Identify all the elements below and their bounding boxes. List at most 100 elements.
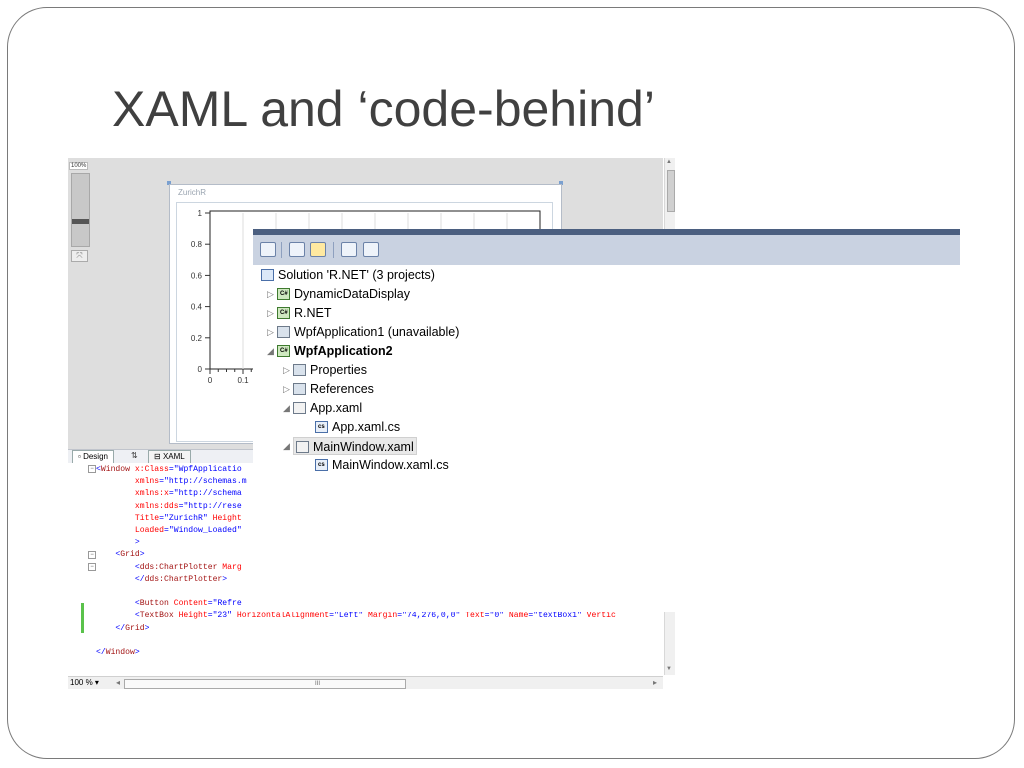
code-line: Loaded="Window_Loaded" bbox=[96, 526, 242, 538]
tab-design[interactable]: ▫ Design bbox=[72, 450, 114, 463]
tree-item[interactable]: Solution 'R.NET' (3 projects) bbox=[261, 266, 435, 284]
tree-expander-icon[interactable]: ▷ bbox=[267, 289, 274, 299]
code-token: Loaded bbox=[96, 526, 164, 535]
code-token: x:Class bbox=[130, 465, 169, 474]
tree-item-label: WpfApplication1 (unavailable) bbox=[294, 325, 460, 339]
scroll-left-icon[interactable]: ◂ bbox=[116, 678, 121, 687]
y-tick-label: 0 bbox=[198, 365, 203, 374]
swap-panes-icon[interactable]: ⇅ bbox=[131, 451, 138, 460]
solution-explorer: Solution 'R.NET' (3 projects)▷C#DynamicD… bbox=[253, 229, 960, 612]
icon-glyph: C# bbox=[280, 291, 288, 297]
code-token: </ bbox=[96, 648, 106, 657]
y-tick-label: 0.6 bbox=[191, 271, 203, 280]
code-token: HorizontalAlignment bbox=[232, 611, 330, 621]
tab-design-label: Design bbox=[83, 452, 108, 461]
tree-item[interactable]: Properties bbox=[293, 361, 367, 379]
code-line: xmlns:x="http://schema bbox=[96, 489, 242, 501]
code-token: = bbox=[329, 611, 335, 621]
code-token: "http://schema bbox=[173, 489, 242, 499]
scroll-up-icon[interactable]: ▲ bbox=[666, 159, 672, 165]
code-token: = bbox=[159, 513, 165, 523]
collapse-chartplotter-icon[interactable]: − bbox=[88, 563, 96, 571]
code-token: < bbox=[96, 599, 140, 609]
icon-glyph: cs bbox=[318, 462, 325, 468]
tree-expander-icon[interactable]: ▷ bbox=[267, 308, 274, 318]
code-token: < bbox=[96, 562, 140, 572]
code-line: </Grid> bbox=[96, 624, 149, 636]
cs-file-icon: cs bbox=[315, 421, 328, 433]
properties-icon[interactable] bbox=[260, 242, 276, 257]
tree-item[interactable]: C# DynamicDataDisplay bbox=[277, 285, 410, 303]
code-token: xmlns:dds bbox=[96, 501, 179, 511]
resize-handle[interactable] bbox=[167, 181, 171, 185]
code-token: Grid bbox=[125, 623, 145, 633]
tree-item-label: DynamicDataDisplay bbox=[294, 287, 411, 301]
csharp-project-icon: C# bbox=[277, 288, 290, 300]
code-token: "WpfApplicatio bbox=[173, 465, 242, 474]
tree-expander-icon[interactable]: ◢ bbox=[283, 441, 290, 451]
tree-item[interactable]: C#R.NET bbox=[277, 304, 332, 322]
tree-expander-icon[interactable]: ◢ bbox=[267, 346, 274, 356]
code-line: Title="ZurichR" Height bbox=[96, 514, 242, 526]
collapse-grid-icon[interactable]: − bbox=[88, 551, 96, 559]
scroll-down-icon[interactable]: ▼ bbox=[666, 666, 672, 672]
view-designer-icon[interactable] bbox=[363, 242, 379, 257]
tree-item[interactable]: C#WpfApplication2 bbox=[277, 342, 393, 360]
resize-handle[interactable] bbox=[559, 181, 563, 185]
zoom-slider-thumb[interactable] bbox=[72, 219, 89, 224]
code-line: <Grid> bbox=[96, 550, 145, 562]
code-line: xmlns="http://schemas.m bbox=[96, 477, 247, 489]
code-line: </dds:ChartPlotter> bbox=[96, 575, 227, 587]
csharp-project-icon: C# bbox=[277, 345, 290, 357]
collapse-window-icon[interactable]: − bbox=[88, 465, 96, 473]
tree-expander-icon[interactable]: ▷ bbox=[283, 365, 290, 375]
show-all-files-icon[interactable] bbox=[289, 242, 305, 257]
horizontal-scrollbar[interactable]: III bbox=[124, 679, 406, 689]
code-token: > bbox=[139, 550, 145, 560]
code-token: > bbox=[96, 538, 140, 548]
refresh-icon[interactable] bbox=[310, 242, 326, 257]
window-title: ZurichR bbox=[178, 188, 207, 197]
code-token: "74,276,0,0" bbox=[402, 611, 461, 621]
tree-item[interactable]: MainWindow.xaml bbox=[293, 437, 417, 455]
tree-item[interactable]: App.xaml bbox=[293, 399, 362, 417]
folder-icon bbox=[293, 383, 306, 395]
editor-statusbar: 100 % ▾ ◂ III ▸ bbox=[68, 676, 663, 689]
zoom-dropdown[interactable]: 100 % ▾ bbox=[70, 678, 99, 687]
tree-expander-icon[interactable]: ▷ bbox=[283, 384, 290, 394]
code-token: < bbox=[96, 465, 101, 474]
vertical-scroll-thumb[interactable] bbox=[667, 170, 675, 212]
view-code-icon[interactable] bbox=[341, 242, 357, 257]
tab-xaml[interactable]: ⊟ XAML bbox=[148, 450, 191, 463]
tree-expander-icon[interactable]: ▷ bbox=[267, 327, 274, 337]
code-token: </ bbox=[96, 623, 126, 633]
changed-lines-marker bbox=[81, 603, 84, 633]
code-line: <Window x:Class="WpfApplicatio bbox=[96, 465, 242, 477]
code-token: = bbox=[528, 611, 534, 621]
toolbar-separator bbox=[333, 242, 334, 258]
code-token: Window bbox=[100, 465, 131, 474]
code-token: > bbox=[134, 648, 140, 657]
y-tick-label: 0.8 bbox=[191, 240, 203, 249]
code-token: xmlns bbox=[96, 477, 160, 487]
tree-expander-icon[interactable]: ◢ bbox=[283, 403, 290, 413]
tree-item[interactable]: WpfApplication1 (unavailable) bbox=[277, 323, 459, 341]
code-token: Button bbox=[139, 599, 169, 609]
scroll-right-icon[interactable]: ▸ bbox=[653, 678, 658, 687]
code-token: = bbox=[207, 611, 213, 621]
y-tick-label: 0.4 bbox=[191, 303, 203, 312]
code-token: Content bbox=[168, 599, 208, 609]
scroll-grip: III bbox=[315, 681, 321, 687]
code-token: < bbox=[96, 611, 140, 621]
zoom-fit-icon[interactable]: ⤧ bbox=[71, 250, 88, 262]
toolbar-separator bbox=[281, 242, 282, 258]
tree-item[interactable]: References bbox=[293, 380, 374, 398]
zoom-slider[interactable] bbox=[71, 173, 90, 247]
tree-item-label: Solution 'R.NET' (3 projects) bbox=[278, 268, 435, 282]
tree-item-label: MainWindow.xaml bbox=[313, 440, 414, 454]
zoom-dropdown-value: 100 % bbox=[70, 678, 93, 687]
code-token: Vertic bbox=[581, 611, 616, 621]
tab-xaml-label: XAML bbox=[162, 452, 185, 461]
